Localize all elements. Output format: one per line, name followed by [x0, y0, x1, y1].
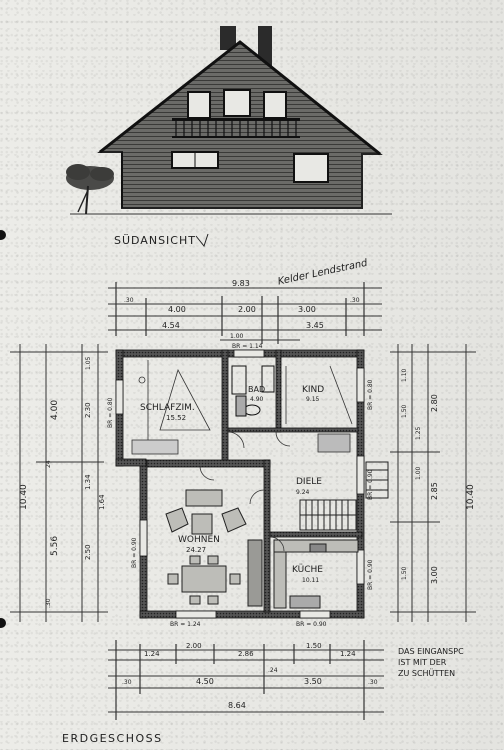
- room-area-kind: 9.15: [306, 396, 320, 403]
- bath-fixtures: [231, 365, 275, 417]
- dim-left-p1: 5.56: [50, 536, 60, 556]
- upper-window-center: [223, 89, 251, 117]
- chimney-right: [258, 26, 272, 66]
- dim-top-s1: .30: [350, 297, 360, 304]
- room-labels: SCHLAFZIM. 15.52 BAD 4.90 KIND 9.15 DIEL…: [140, 385, 324, 584]
- dim-left-p0: 4.00: [50, 400, 60, 420]
- dim-right-s3: 1.50: [401, 566, 408, 580]
- south-elevation: SÜDANSICHT: [66, 26, 392, 248]
- living-furniture: [165, 489, 263, 607]
- room-area-diele: 9.24: [296, 489, 310, 496]
- dim-bot-r1-1: 2.00: [186, 642, 202, 650]
- punch-hole-top: [0, 230, 6, 240]
- note-block: DAS EINGANSPC IST MIT DER ZU SCHÜTTEN: [398, 647, 464, 678]
- room-name-kueche: KÜCHE: [292, 564, 323, 575]
- window-label-0: BR = 0.80: [107, 397, 114, 428]
- tree-icon: [66, 164, 114, 215]
- dim-top-s2: 1.00: [230, 333, 244, 340]
- dim-bot-r1-3: 1.50: [306, 642, 322, 650]
- right-dimensions: [390, 344, 476, 622]
- dim-bot-s2: .30: [368, 679, 378, 686]
- dim-right-p0: 2.80: [430, 394, 439, 412]
- window-label-2: BR = 0.90: [131, 537, 138, 568]
- dim-top-r1-2: 3.00: [298, 305, 316, 314]
- note-line-0: DAS EINGANSPC: [398, 647, 464, 656]
- window-labels: BR = 0.80 BR = 0.80 BR = 0.90 BR = 0.90 …: [107, 379, 374, 628]
- room-name-wohnen: WOHNEN: [178, 535, 220, 545]
- kitchen-fixtures: [273, 539, 359, 609]
- balcony-railing: [172, 118, 300, 138]
- ground-window-right: [293, 153, 329, 183]
- bedroom-marks: [131, 360, 211, 455]
- dim-right-p2: 3.00: [430, 566, 439, 584]
- dim-left-overall: 10.40: [19, 484, 29, 510]
- window-label-1: BR = 0.80: [367, 379, 374, 410]
- dim-bot-s0: .30: [122, 679, 132, 686]
- note-line-2: ZU SCHÜTTEN: [398, 668, 455, 678]
- dim-bot-overall: 8.64: [228, 701, 246, 710]
- elevation-label: SÜDANSICHT: [114, 234, 196, 247]
- dim-bot-r1-0: 1.24: [144, 650, 160, 658]
- stairs: [299, 499, 357, 531]
- dim-bot-r1-2: 2.86: [238, 650, 254, 658]
- chimney-left: [220, 26, 236, 50]
- dim-top-overall: 9.83: [232, 279, 250, 288]
- window-openings: [115, 349, 365, 619]
- dim-top-r1-0: 4.00: [168, 305, 186, 314]
- bottom-dimensions: [108, 640, 384, 720]
- window-label-5: BR = 0.90: [367, 469, 374, 500]
- dim-bot-r2-0: 4.50: [196, 677, 214, 686]
- dim-bot-r1-4: 1.24: [340, 650, 356, 658]
- dim-right-overall: 10.40: [466, 484, 476, 510]
- room-name-kind: KIND: [302, 385, 324, 395]
- punch-hole-bottom: [0, 618, 6, 628]
- dim-right-p1: 2.85: [430, 482, 439, 500]
- door-swings: [199, 431, 291, 552]
- entry-steps: [365, 461, 389, 499]
- dim-top-r2-1: 3.45: [306, 321, 324, 330]
- note-line-1: IST MIT DER: [398, 658, 447, 667]
- window-label-3: BR = 0.90: [367, 559, 374, 590]
- left-dimensions: [10, 344, 108, 622]
- room-area-bad: 4.90: [250, 396, 264, 403]
- upper-window-left: [187, 91, 211, 119]
- upper-window-right: [263, 91, 287, 119]
- room-area-wohnen: 24.27: [186, 546, 206, 554]
- handwritten-note: Kelder Lendstrand: [277, 258, 369, 288]
- dim-left-s0: 2.30: [84, 402, 92, 418]
- room-name-diele: DIELE: [296, 477, 322, 487]
- dim-top-r1-1: 2.00: [238, 305, 256, 314]
- dim-left-s3: 1.64: [98, 494, 106, 510]
- dim-top-r2-0: 4.54: [162, 321, 180, 330]
- room-area-schlafzimmer: 15.52: [166, 414, 186, 422]
- dim-left-s1: 1.34: [84, 474, 92, 490]
- dim-right-s4: 1.00: [415, 466, 422, 480]
- dim-right-s0: 1.10: [401, 368, 408, 382]
- dim-left-s6: .30: [45, 598, 52, 608]
- dim-top-s0: .30: [124, 297, 134, 304]
- top-dimensions: [108, 282, 382, 344]
- room-area-kueche: 10.11: [302, 577, 319, 584]
- dim-top-mid: BR = 1.14: [232, 343, 263, 350]
- dim-left-s5: 1.05: [85, 356, 92, 370]
- dim-right-s1: 1.50: [401, 404, 408, 418]
- room-name-schlafzimmer: SCHLAFZIM.: [140, 403, 195, 413]
- dim-left-s2: 2.50: [84, 544, 92, 560]
- dim-right-s2: 1.25: [415, 426, 422, 440]
- dim-left-s4: 24: [45, 460, 52, 468]
- window-label-7: BR = 0.90: [296, 621, 327, 628]
- room-name-bad: BAD: [248, 385, 265, 394]
- dim-bot-r2-1: 3.50: [304, 677, 322, 686]
- floorplan-title: ERDGESCHOSS: [62, 732, 163, 745]
- kind-marks: [285, 365, 353, 453]
- window-label-6: BR = 1.24: [170, 621, 201, 628]
- dim-bot-s1: .24: [268, 667, 278, 674]
